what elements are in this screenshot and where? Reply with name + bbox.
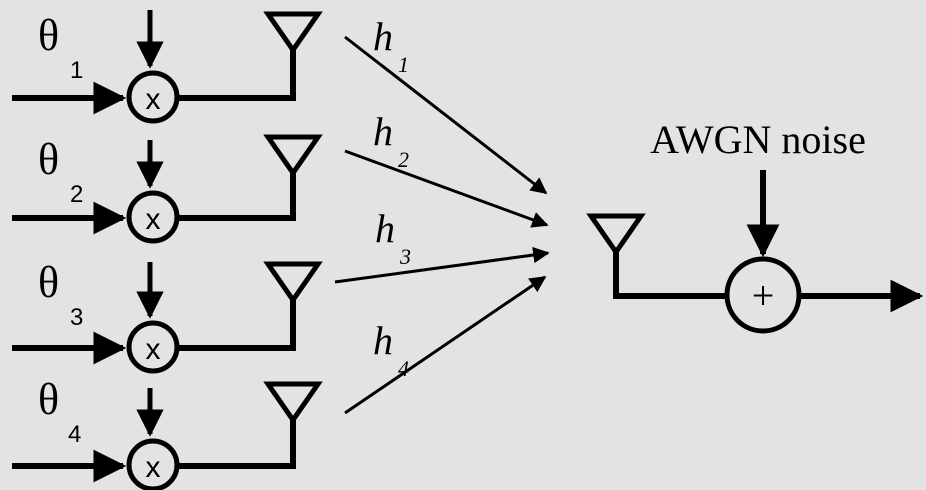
theta-label-3: θ [38,258,59,307]
tx-antenna-icon-1 [263,11,323,55]
receiver: AWGN noise + [586,117,924,334]
channel-subscript-4: 4 [398,356,409,381]
mixer-symbol-4: x [146,451,161,484]
theta-label-1: θ [38,11,59,60]
theta-subscript-3: 3 [70,304,83,331]
tx-antenna-icon-3 [263,261,323,305]
channel-label-1: h [373,14,393,59]
theta-subscript-1: 1 [70,57,83,84]
channel-arrow-1 [344,35,548,195]
channel-arrow-2 [344,149,549,228]
channel-label-4: h [373,318,393,363]
rx-antenna-icon [586,213,646,257]
theta-subscript-4: 4 [68,421,81,448]
branch-4: θ 4 x h 4 [12,275,547,490]
mixer-symbol-3: x [146,333,161,366]
branch-2: θ 2 x h 2 [12,109,549,244]
rx-feed-line [613,252,726,299]
tx-feed-line-3 [177,300,296,351]
branch-1: θ 1 x h 1 [12,10,548,195]
mixer-symbol-1: x [146,83,161,116]
tx-feed-line-1 [177,50,296,101]
channel-label-2: h [373,109,393,154]
channel-label-3: h [375,206,395,251]
tx-feed-line-4 [177,420,296,469]
awgn-noise-label: AWGN noise [650,117,866,162]
channel-arrow-4 [344,275,547,415]
branch-3: θ 3 x h 3 [12,206,550,374]
theta-subscript-2: 2 [70,181,83,208]
mixer-symbol-2: x [146,203,161,236]
tx-antenna-icon-2 [263,134,323,178]
theta-label-2: θ [38,135,59,184]
theta-label-4: θ [38,375,59,424]
channel-arrow-3 [334,246,550,284]
tx-feed-line-2 [177,173,296,221]
channel-subscript-2: 2 [398,147,409,172]
adder-symbol: + [752,273,775,318]
channel-subscript-3: 3 [399,244,411,269]
channel-subscript-1: 1 [398,52,409,77]
tx-antenna-icon-4 [263,381,323,425]
